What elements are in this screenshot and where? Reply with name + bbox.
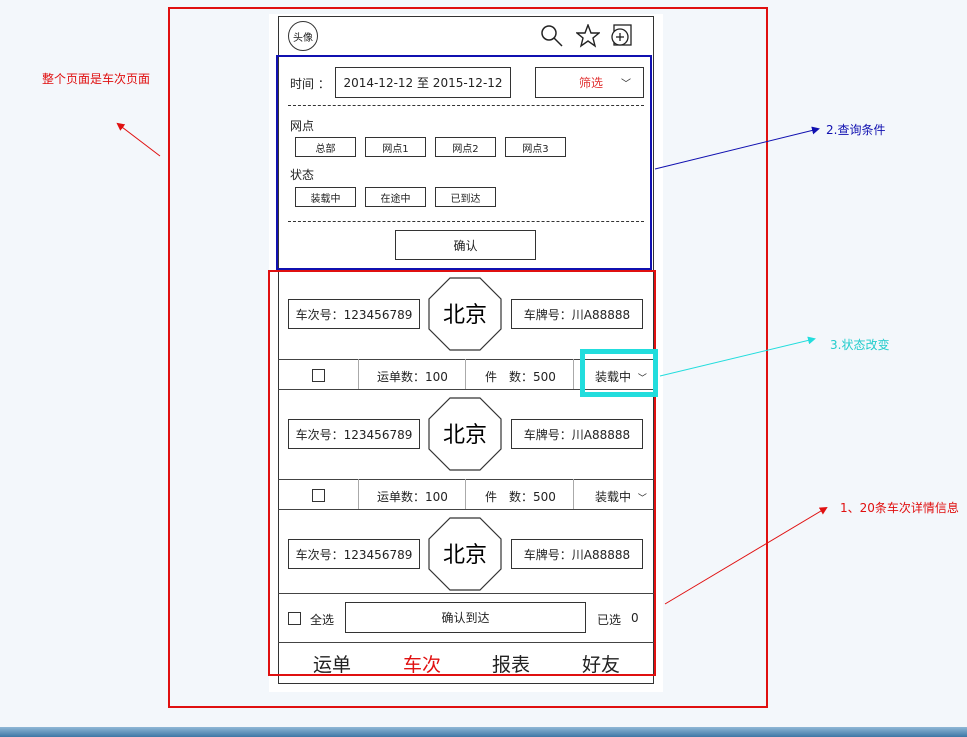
date-range-field[interactable]: 2014-12-12 至 2015-12-12 — [335, 67, 511, 98]
row-divider — [278, 593, 654, 594]
branch-chip[interactable]: 网点2 — [435, 137, 496, 157]
city-badge: 北京 — [428, 397, 502, 471]
row-divider — [278, 479, 654, 480]
branch-label: 网点 — [290, 119, 315, 133]
divider — [288, 221, 644, 222]
select-all-checkbox[interactable] — [288, 612, 301, 625]
plate-number: 车牌号：川A88888 — [511, 419, 643, 449]
annotation-status-change: 3.状态改变 — [830, 338, 890, 352]
add-icon[interactable] — [609, 24, 633, 48]
status-dropdown[interactable]: 装载中 ﹀ — [595, 368, 647, 385]
city-text: 北京 — [443, 543, 487, 568]
cell-divider — [358, 479, 359, 509]
status-chip[interactable]: 装载中 — [295, 187, 356, 207]
annotation-query: 2.查询条件 — [826, 123, 886, 137]
waybill-count: 运单数：100 — [377, 370, 448, 384]
star-icon[interactable] — [576, 24, 600, 48]
city-text: 北京 — [443, 423, 487, 448]
piece-count: 件 数：500 — [485, 370, 556, 384]
time-label: 时间 ： — [290, 77, 330, 91]
plate-number: 车牌号：川A88888 — [511, 299, 643, 329]
plate-number: 车牌号：川A88888 — [511, 539, 643, 569]
cell-divider — [573, 479, 574, 509]
trip-checkbox[interactable] — [312, 489, 325, 502]
taskbar — [0, 727, 967, 737]
row-divider — [278, 509, 654, 510]
row-divider — [278, 642, 654, 643]
city-text: 北京 — [443, 303, 487, 328]
query-annotation-box — [276, 55, 652, 270]
status-label: 状态 — [290, 168, 315, 182]
trip-number: 车次号：123456789 — [288, 299, 420, 329]
waybill-count: 运单数：100 — [377, 490, 448, 504]
tab-friends[interactable]: 好友 — [582, 654, 621, 676]
chevron-down-icon: ﹀ — [637, 374, 647, 384]
status-chip[interactable]: 已到达 — [435, 187, 496, 207]
trip-checkbox[interactable] — [312, 369, 325, 382]
tab-waybill[interactable]: 运单 — [313, 654, 352, 676]
selected-count: 0 — [631, 611, 639, 625]
arrow-whole-page — [116, 122, 161, 157]
divider — [288, 105, 644, 106]
row-divider — [278, 389, 654, 390]
annotation-whole-page: 整个页面是车次页面 — [42, 72, 151, 86]
chevron-down-icon: ﹀ — [637, 494, 647, 504]
search-icon[interactable] — [540, 24, 564, 48]
avatar[interactable]: 头像 — [288, 21, 318, 51]
status-change-highlight — [580, 349, 658, 397]
status-chip[interactable]: 在途中 — [365, 187, 426, 207]
city-badge: 北京 — [428, 277, 502, 351]
filter-dropdown-label: 筛选 — [579, 76, 604, 90]
cell-divider — [573, 359, 574, 389]
branch-chip[interactable]: 网点3 — [505, 137, 566, 157]
status-dropdown-label: 装载中 — [595, 490, 632, 504]
row-divider — [278, 359, 654, 360]
chevron-down-icon: ﹀ — [621, 79, 632, 90]
cell-divider — [465, 479, 466, 509]
piece-count: 件 数：500 — [485, 490, 556, 504]
trip-number: 车次号：123456789 — [288, 419, 420, 449]
tab-trips[interactable]: 车次 — [403, 654, 442, 676]
status-dropdown-label: 装载中 — [595, 370, 632, 384]
confirm-button[interactable]: 确认 — [395, 230, 536, 260]
annotation-details: 1、20条车次详情信息 — [840, 501, 959, 515]
confirm-arrival-button[interactable]: 确认到达 — [345, 602, 586, 633]
trip-number: 车次号：123456789 — [288, 539, 420, 569]
status-dropdown[interactable]: 装载中 ﹀ — [595, 488, 647, 505]
details-annotation-box — [268, 270, 656, 676]
branch-chip[interactable]: 网点1 — [365, 137, 426, 157]
branch-chip[interactable]: 总部 — [295, 137, 356, 157]
cell-divider — [358, 359, 359, 389]
filter-dropdown[interactable]: 筛选 ﹀ — [535, 67, 644, 98]
tab-reports[interactable]: 报表 — [492, 654, 531, 676]
select-all-label: 全选 — [310, 613, 335, 627]
cell-divider — [465, 359, 466, 389]
city-badge: 北京 — [428, 517, 502, 591]
selected-label: 已选 — [597, 613, 622, 627]
